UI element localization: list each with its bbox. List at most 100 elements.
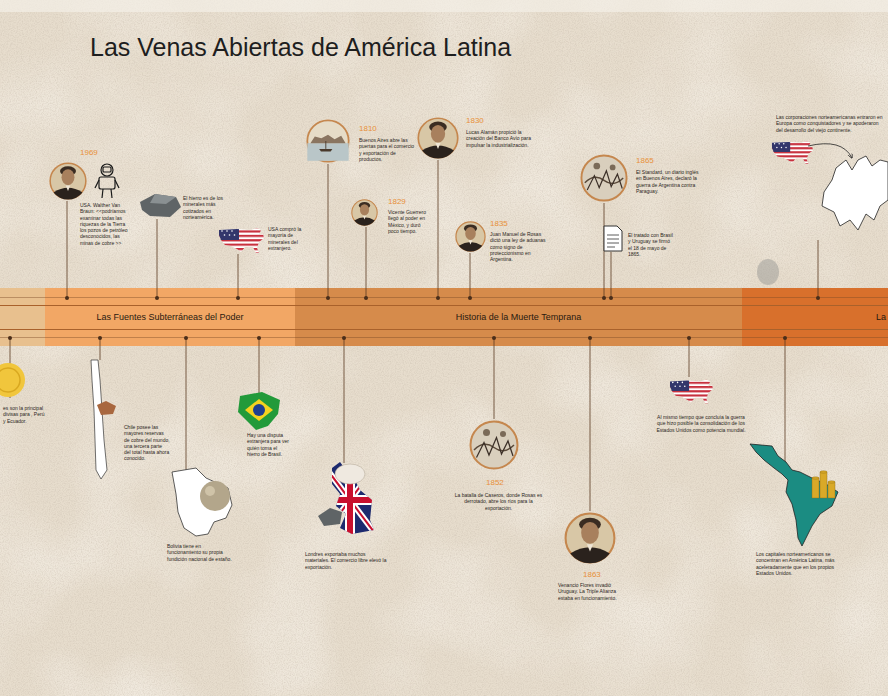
astronaut-icon-part (101, 164, 113, 176)
event-note: Al mismo tiempo que concluía la guerra q… (655, 414, 747, 433)
timeline-dots-part (492, 336, 496, 340)
document-icon-part (607, 239, 619, 240)
leader-lines-part (611, 252, 612, 298)
event-note: Buenos Aires abre las puertas para el co… (359, 137, 415, 162)
brazil-flag-map-part (245, 399, 273, 421)
leader-lines-part (590, 338, 591, 511)
timeline-dots-part (98, 336, 102, 340)
event-note: Los capitales norteamericanos se concent… (756, 551, 851, 576)
event-note: USA compró la mayoría de minerales del e… (268, 226, 306, 251)
portraits-part (566, 514, 615, 564)
uk-flag-map (318, 460, 380, 540)
portraits-part (581, 155, 626, 200)
timeline-dots-part (436, 296, 440, 300)
event-note: El tratado con Brasil y Uruguay se firmó… (628, 232, 674, 257)
timeline-dots-part (342, 336, 346, 340)
timeline-dots-part (468, 296, 472, 300)
timeline-strips-part (0, 329, 45, 330)
timeline-dots-part (65, 296, 69, 300)
year-label: 1865 (636, 157, 654, 166)
timeline-strips-part (45, 288, 295, 306)
usa-flag-map-part (217, 226, 265, 254)
gold-coin-part (0, 368, 20, 392)
page-title: Las Venas Abiertas de América Latina (90, 34, 511, 62)
leader-lines-part (689, 338, 690, 377)
usa-flag-map-part (770, 139, 814, 165)
timeline-band: Historia de la Muerte Temprana (295, 305, 742, 330)
event-note: Vicente Guerrero llegó al poder en Méxic… (388, 209, 430, 234)
timeline-dots-part (816, 296, 820, 300)
uk-flag-map-part (318, 508, 342, 526)
timeline-strips-part (0, 305, 45, 306)
portraits-part (50, 163, 86, 199)
europe-map-part (822, 156, 888, 230)
portraits-part (307, 120, 348, 161)
event-note: El Standard, un diario inglés en Buenos … (636, 169, 704, 194)
latin-america-map-part (812, 477, 819, 479)
sand-ground-part (757, 259, 779, 285)
uk-flag-map-part (320, 460, 380, 540)
portraits (50, 118, 626, 563)
year-label: 1835 (490, 220, 508, 229)
uk-flag-map-part (320, 460, 380, 540)
bolivia-map-part (172, 468, 232, 536)
europe-map-part (808, 144, 852, 158)
timeline-dots-part (602, 296, 606, 300)
portraits-part (456, 222, 485, 252)
timeline-dots-part (184, 336, 188, 340)
sand-ground-part (0, 0, 888, 12)
uk-flag-map-part (320, 460, 380, 540)
latin-america-map-part (828, 481, 835, 483)
chile-map-part (91, 360, 107, 479)
latin-america-map-part (812, 478, 819, 498)
iron-rock-part (150, 194, 176, 204)
event-note: Juan Manuel de Rosas dictó una ley de ad… (490, 231, 546, 262)
leader-lines-part (100, 338, 101, 360)
timeline-strips (0, 288, 888, 346)
uk-flag-map-part (320, 497, 380, 503)
europe-map (808, 144, 888, 230)
band-title: La (876, 313, 886, 323)
brazil-flag-map (238, 392, 280, 430)
event-note: Venancio Flores invadió Uruguay. La Trip… (558, 582, 620, 601)
document-icon (604, 226, 622, 251)
uk-flag-map-part (320, 460, 380, 540)
year-label: 1852 (486, 479, 504, 488)
year-label: 1969 (80, 149, 98, 158)
leader-lines-part (67, 201, 68, 298)
astronaut-icon (95, 164, 119, 198)
astronaut-icon-part (115, 180, 119, 188)
astronaut-icon-part (99, 177, 115, 189)
event-note: Las corporaciones norteamericanas entrar… (776, 114, 884, 133)
leader-lines-part (186, 338, 187, 471)
document-icon-part (607, 235, 619, 236)
usa-flag-map-part (668, 378, 714, 405)
leader-lines-part (344, 338, 345, 463)
gold-coin (0, 363, 25, 397)
leader-lines (10, 160, 818, 511)
astronaut-icon-part (95, 180, 99, 188)
timeline-dots-part (588, 336, 592, 340)
document-icon-part (607, 235, 619, 247)
uk-flag-map-part (320, 460, 380, 540)
timeline-strips-part (0, 337, 888, 338)
usa-flag-map (217, 139, 814, 404)
year-label: 1810 (359, 125, 377, 134)
astronaut-icon-part (102, 189, 103, 198)
astronaut-icon-part (111, 189, 112, 198)
latin-america-map (750, 444, 838, 546)
event-note: es son la principal divisas para , Perú … (3, 405, 45, 424)
timeline-strips-part (295, 288, 742, 306)
timeline-dots-part (687, 336, 691, 340)
timeline-dots-part (155, 296, 159, 300)
event-note: Lucas Alamán propició la creación del Ba… (466, 129, 532, 148)
leader-lines-part (238, 254, 239, 298)
timeline-dots-part (783, 336, 787, 340)
latin-america-map-part (812, 471, 835, 498)
